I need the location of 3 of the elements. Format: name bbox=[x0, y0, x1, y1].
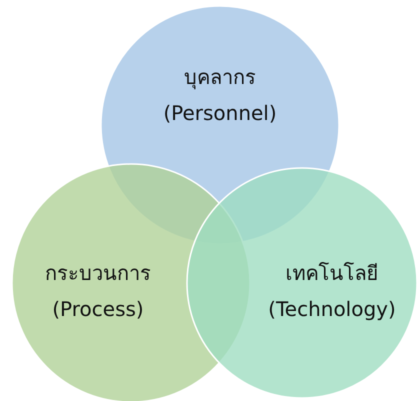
circle-label: กระบวนการ (Process) bbox=[44, 260, 152, 323]
circle-label: เทคโนโลยี (Technology) bbox=[267, 260, 397, 323]
circle-label: บุคลากร (Personnel) bbox=[162, 64, 278, 127]
